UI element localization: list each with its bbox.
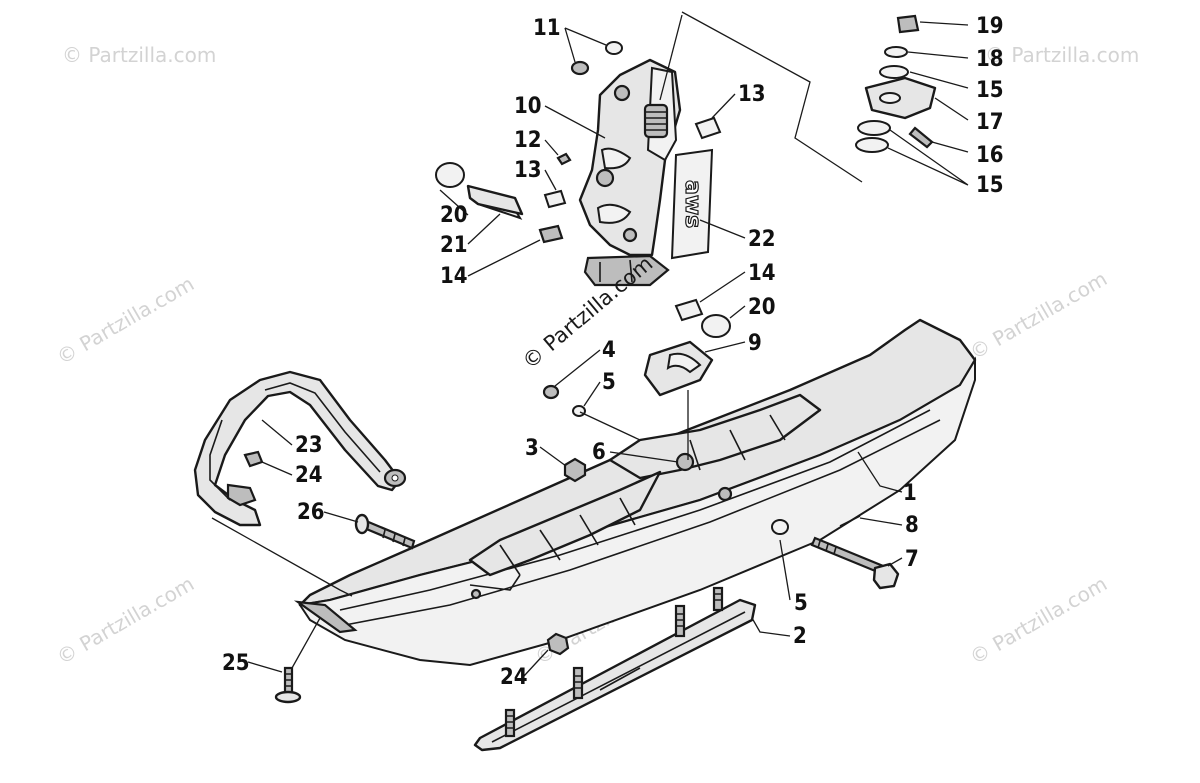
callout-17: 17 (976, 110, 1004, 135)
watermark-bottom-right: © Partzilla.com (966, 571, 1112, 669)
watermark-top-right: © Partzilla.com (985, 43, 1139, 67)
callout-23: 23 (295, 433, 323, 458)
wear-rod (473, 586, 757, 752)
callout-6: 6 (592, 440, 606, 465)
watermark-top-left: © Partzilla.com (62, 43, 216, 67)
callout-4: 4 (602, 338, 616, 363)
hardware (274, 14, 937, 704)
callout-5-lower: 5 (794, 591, 808, 616)
callout-20-right: 20 (748, 295, 776, 320)
callout-15-upper: 15 (976, 78, 1004, 103)
callout-2: 2 (793, 624, 807, 649)
watermark-mid-right: © Partzilla.com (966, 266, 1112, 364)
callout-7: 7 (905, 547, 919, 572)
washer-11b (570, 60, 590, 76)
callout-13-right: 13 (738, 82, 766, 107)
ski-body (293, 318, 977, 667)
callout-9: 9 (748, 331, 762, 356)
callout-12: 12 (514, 128, 542, 153)
callout-22: 22 (748, 227, 776, 252)
callout-19: 19 (976, 14, 1004, 39)
aws-decal: aws (670, 148, 714, 260)
leader-lines (211, 11, 969, 677)
callout-3: 3 (525, 436, 539, 461)
watermark-mid-left: © Partzilla.com (53, 271, 199, 369)
callout-24-upper: 24 (295, 463, 323, 488)
callout-25: 25 (222, 651, 250, 676)
callout-1: 1 (903, 481, 917, 506)
callout-21: 21 (440, 233, 468, 258)
callout-14-left: 14 (440, 264, 468, 289)
callout-labels: 1 2 3 4 5 5 6 7 8 9 10 11 12 13 13 14 14… (222, 14, 1004, 690)
callout-18: 18 (976, 47, 1004, 72)
callout-24-lower: 24 (500, 665, 528, 690)
spindle (578, 14, 683, 287)
callout-10: 10 (514, 94, 542, 119)
ski-loop-handle (193, 370, 407, 527)
callout-26: 26 (297, 500, 325, 525)
callout-15-lower: 15 (976, 173, 1004, 198)
callout-13-left: 13 (514, 158, 542, 183)
callout-11: 11 (533, 16, 561, 41)
washer-11a (605, 41, 623, 55)
callout-14-right: 14 (748, 261, 776, 286)
callout-8: 8 (905, 513, 919, 538)
callout-5-upper: 5 (602, 370, 616, 395)
callout-16: 16 (976, 143, 1004, 168)
callout-20-left: 20 (440, 203, 468, 228)
